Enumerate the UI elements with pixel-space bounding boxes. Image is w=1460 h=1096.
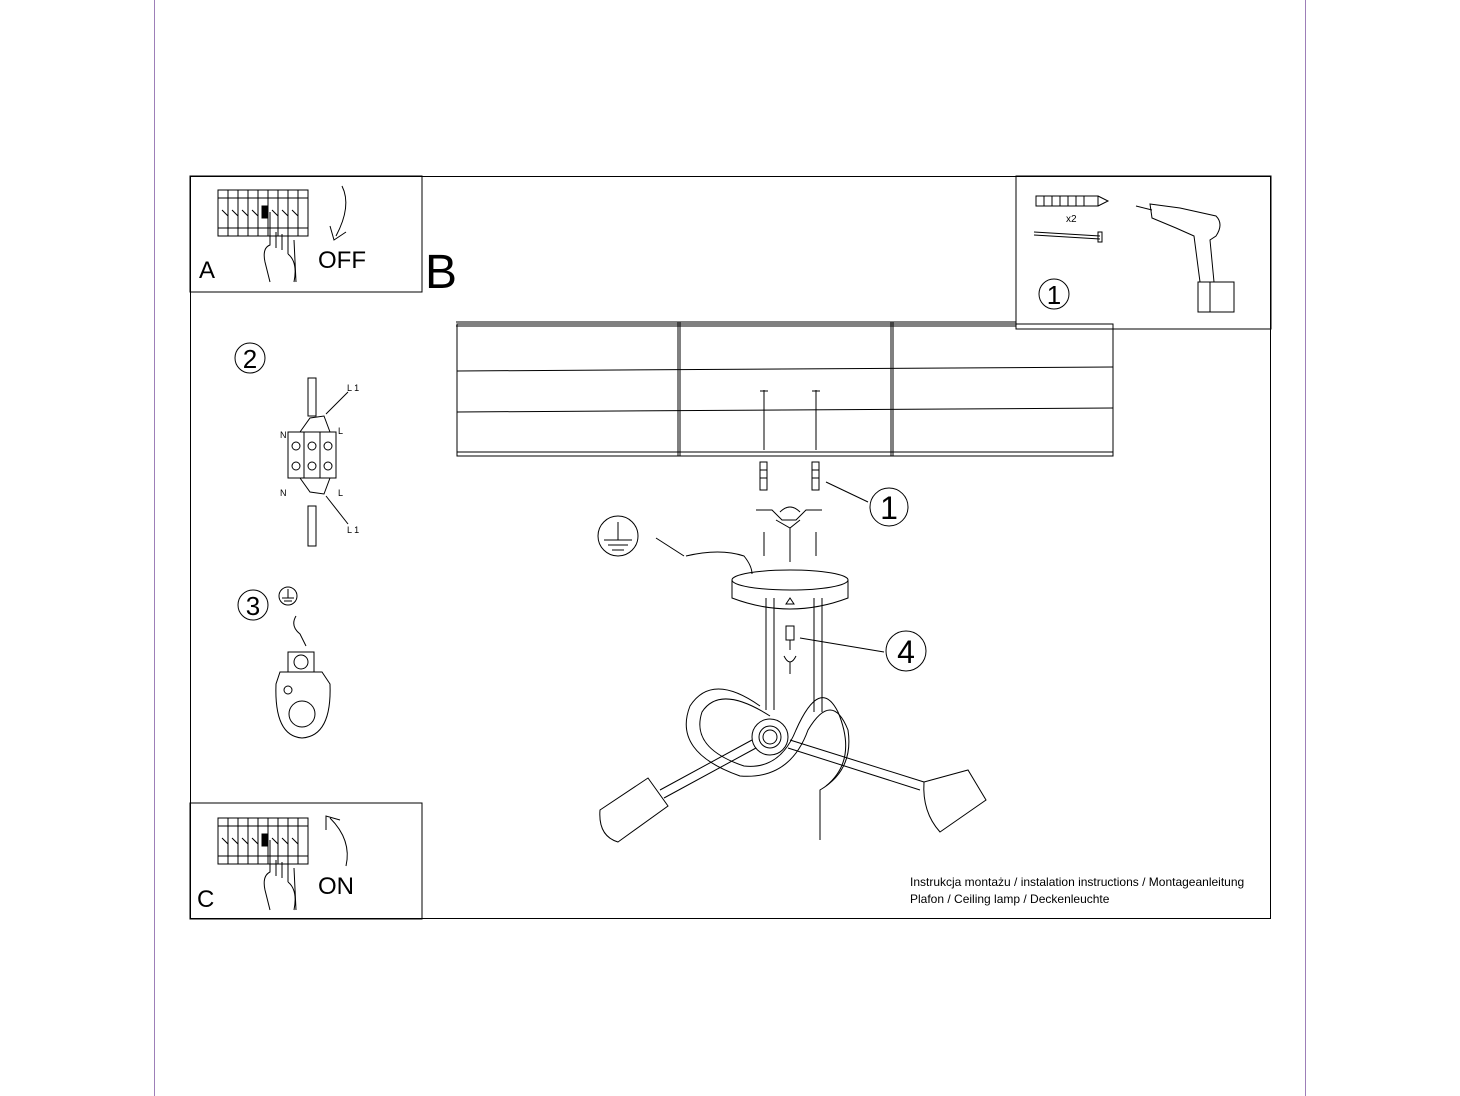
terminal-l-top: L [338,426,343,436]
socket-right [923,769,987,833]
socket-left [599,777,669,843]
terminal-n-top: N [280,430,287,440]
breaker-box-off [217,189,309,237]
caption-line-1: Instrukcja montażu / instalation instruc… [910,875,1245,889]
arrow-down-off [329,185,347,241]
lamp-canopy [731,569,849,712]
terminal-l1-bottom: L 1 [347,525,359,535]
caption-line-2: Plafon / Ceiling lamp / Deckenleuchte [910,892,1110,906]
page-right-edge [1305,0,1306,1096]
ground-step-number: 3 [246,591,260,621]
hand-off [263,212,297,283]
panel-a: A OFF [189,175,423,293]
terminal-block-wiring: 2 N L N L L 1 L 1 [234,342,359,547]
wiring-step-number: 2 [243,344,257,374]
terminal-l-bottom: L [338,488,343,498]
drill-icon [1135,203,1235,313]
mounting-screws [756,390,822,562]
wall-plug-icon [1035,195,1110,207]
step-a-letter: A [199,257,215,284]
screw-icon [1033,231,1103,243]
screw-step-number: 4 [897,634,915,670]
tools-step-number: 1 [1047,280,1061,310]
lamp-body [599,688,987,843]
fixing-screw: 4 [783,625,927,674]
step-b-letter: B [425,246,457,299]
bracket-callout: 1 [825,481,909,527]
on-label: ON [318,873,354,900]
terminal-l1-top: L 1 [347,383,359,393]
plug-count: x2 [1066,214,1077,225]
arrow-up-on [325,815,348,867]
terminal-n-bottom: N [280,488,287,498]
ceiling-boards [456,321,1114,457]
ground-symbol [597,515,753,575]
tools-panel: x2 1 [1015,175,1272,330]
ground-terminal: 3 [237,586,331,739]
step-c-letter: C [197,886,214,913]
off-label: OFF [318,247,366,274]
panel-c: C ON [189,802,423,920]
hand-on [263,840,297,911]
page-left-edge [154,0,155,1096]
bracket-step-number: 1 [880,490,898,526]
instruction-sheet [190,176,1271,919]
breaker-box-on [217,817,309,865]
